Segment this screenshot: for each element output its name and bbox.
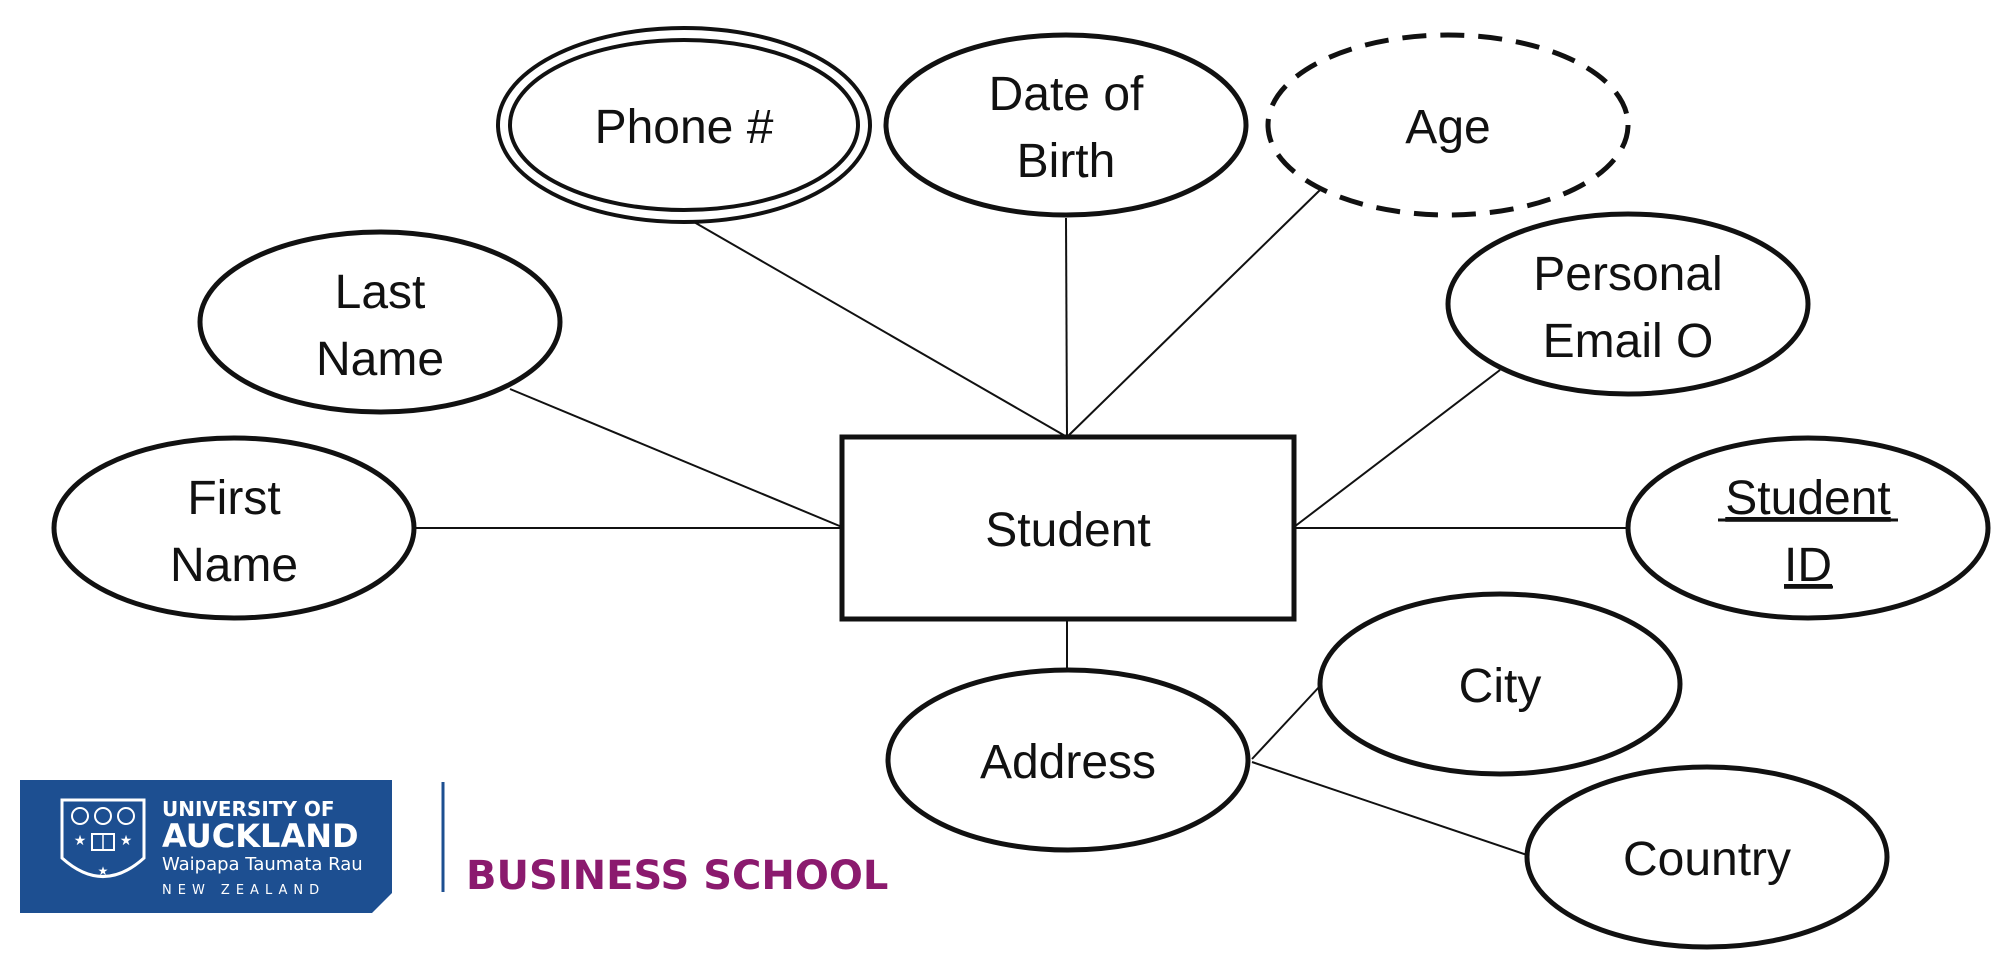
university-logo: ★ ★ ★ UNIVERSITY OF AUCKLAND Waipapa Tau… bbox=[20, 780, 392, 913]
attribute-first-name: First Name bbox=[51, 435, 417, 621]
attribute-dob-line1: Date of bbox=[989, 68, 1144, 121]
attribute-first-name-line1: First bbox=[187, 472, 280, 525]
connector-dob bbox=[1065, 217, 1068, 438]
attribute-student-id-line1: Student bbox=[1725, 472, 1890, 525]
attribute-address: Address bbox=[885, 667, 1251, 853]
attribute-city-label: City bbox=[1459, 660, 1542, 713]
entity-student-label: Student bbox=[985, 504, 1150, 557]
attribute-last-name-line1: Last bbox=[335, 266, 426, 319]
connector-city bbox=[1251, 685, 1321, 760]
logo-line1: UNIVERSITY OF bbox=[162, 797, 335, 821]
crest-icon: ★ ★ ★ bbox=[60, 798, 146, 878]
connector-lines bbox=[414, 189, 1628, 856]
entity-student: Student bbox=[839, 434, 1297, 622]
svg-text:★: ★ bbox=[74, 833, 87, 849]
attribute-age-label: Age bbox=[1405, 101, 1490, 154]
attribute-age: Age bbox=[1265, 32, 1631, 218]
attribute-city: City bbox=[1317, 591, 1683, 777]
connector-personal-email bbox=[1293, 369, 1501, 528]
attribute-dob-line2: Birth bbox=[1017, 135, 1116, 188]
svg-text:★: ★ bbox=[98, 864, 109, 878]
attribute-personal-email-line2: Email O bbox=[1543, 315, 1714, 368]
attribute-last-name: Last Name bbox=[197, 229, 563, 415]
attribute-student-id: Student ID bbox=[1625, 435, 1991, 621]
connector-country bbox=[1251, 761, 1528, 856]
attribute-country-label: Country bbox=[1623, 833, 1791, 886]
attribute-country: Country bbox=[1524, 764, 1890, 950]
attribute-personal-email: Personal Email O bbox=[1445, 211, 1811, 397]
attribute-dob: Date of Birth bbox=[883, 32, 1249, 218]
attribute-phone-label: Phone # bbox=[595, 101, 774, 154]
connector-phone bbox=[686, 217, 1068, 438]
svg-text:★: ★ bbox=[120, 833, 133, 849]
attribute-first-name-line2: Name bbox=[170, 539, 298, 592]
attribute-phone: Phone # bbox=[496, 26, 872, 224]
connector-last-name bbox=[509, 388, 843, 528]
attribute-last-name-line2: Name bbox=[316, 333, 444, 386]
logo-line2: AUCKLAND bbox=[162, 817, 359, 855]
business-school-label: BUSINESS SCHOOL bbox=[466, 853, 888, 899]
attribute-personal-email-line1: Personal bbox=[1533, 248, 1722, 301]
connector-age bbox=[1066, 189, 1321, 438]
logo-line4: NEW ZEALAND bbox=[162, 883, 325, 898]
logo-line3: Waipapa Taumata Rau bbox=[162, 854, 363, 875]
attribute-address-label: Address bbox=[980, 736, 1156, 789]
attribute-student-id-line2: ID bbox=[1784, 539, 1832, 592]
